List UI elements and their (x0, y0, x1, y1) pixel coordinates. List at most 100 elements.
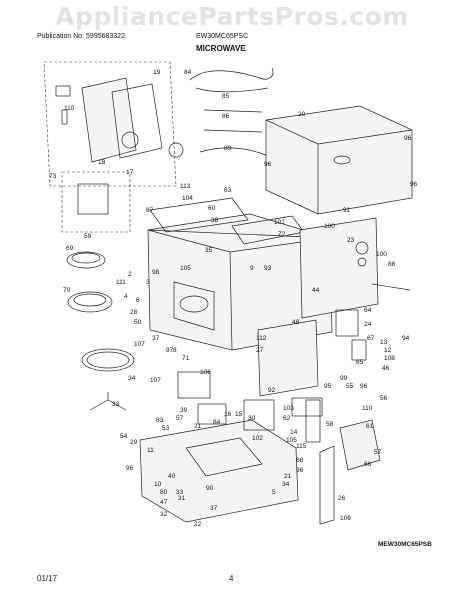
callout-label: 19 (153, 69, 161, 76)
callout-label: 34 (128, 375, 136, 382)
revision-date: 01/17 (37, 574, 58, 583)
rack-and-tray (61, 171, 135, 411)
callout-label: 92 (268, 387, 276, 394)
callout-label: 85 (222, 93, 230, 100)
callout-label: 39 (180, 407, 188, 414)
callout-label: 20 (298, 111, 306, 118)
callout-label: 93 (264, 265, 272, 272)
callout-label: 5 (272, 489, 276, 496)
callout-label: 18 (98, 159, 106, 166)
diagram-reference-code: MEW30MC65PSB (378, 541, 432, 548)
callout-label: 96 (126, 465, 134, 472)
callout-label: 23 (347, 237, 355, 244)
callout-label: 26 (338, 495, 346, 502)
callout-label: 97 (166, 347, 174, 354)
callout-label: 95 (324, 383, 332, 390)
publication-number: Publication No: 5995683322 (37, 33, 125, 40)
callout-label: 89 (224, 145, 232, 152)
side-bracket (319, 419, 381, 525)
callout-label: 102 (252, 435, 263, 442)
callout-label: 66 (364, 461, 372, 468)
callout-label: 57 (176, 415, 184, 422)
callout-label: 56 (380, 395, 388, 402)
callout-label: 34 (282, 481, 290, 488)
callout-label: 105 (286, 437, 297, 444)
callout-label: 60 (208, 205, 216, 212)
callout-label: 16 (224, 411, 232, 418)
callout-label: 83 (156, 417, 164, 424)
callout-label: 72 (278, 231, 286, 238)
callout-label: 13 (380, 339, 388, 346)
callout-label: 46 (382, 365, 390, 372)
callout-label: 98 (152, 269, 160, 276)
callout-label: 101 (274, 219, 285, 226)
callout-label: 11 (147, 447, 154, 454)
callout-label: 38 (211, 217, 219, 224)
callout-label: 24 (364, 321, 372, 328)
callout-label: 8 (173, 347, 177, 354)
callout-label: 68 (296, 457, 304, 464)
callout-label: 67 (367, 335, 375, 342)
callout-label: 84 (213, 419, 221, 426)
callout-label: 107 (134, 341, 145, 348)
callout-label: 14 (290, 429, 298, 436)
callout-label: 29 (130, 439, 138, 446)
callout-label: 10 (154, 481, 162, 488)
callout-label: 37 (210, 505, 218, 512)
outer-cabinet (265, 105, 413, 215)
callout-label: 90 (206, 485, 214, 492)
callout-label: 64 (364, 307, 372, 314)
callout-label: 80 (160, 489, 168, 496)
callout-label: 110 (64, 105, 75, 112)
callout-label: 28 (130, 309, 138, 316)
callout-label: 57 (374, 449, 382, 456)
callout-label: 44 (312, 287, 320, 294)
callout-label: 112 (256, 335, 267, 342)
wire-harness (189, 67, 274, 157)
callout-label: 4 (124, 293, 128, 300)
callout-label: 69 (66, 245, 74, 252)
callout-label: 3 (146, 279, 150, 286)
callout-label: 71 (182, 355, 190, 362)
callout-label: 94 (402, 335, 410, 342)
callout-label: 62 (283, 415, 291, 422)
callout-label: 96 (264, 161, 272, 168)
callout-label: 86 (222, 113, 230, 120)
base-plate (139, 371, 299, 523)
callout-label: 33 (176, 489, 184, 496)
callout-label: 63 (224, 187, 232, 194)
site-watermark: AppliancePartsPros.com (55, 2, 409, 31)
callout-label: 106 (340, 515, 351, 522)
callout-label: 35 (205, 247, 213, 254)
callout-label: 100 (376, 251, 387, 258)
callout-label: 96 (360, 383, 368, 390)
callout-label: 100 (324, 223, 335, 230)
callout-label: 110 (362, 405, 373, 412)
callout-label: 103 (283, 405, 294, 412)
callout-label: 96 (410, 181, 418, 188)
rear-panel (299, 217, 411, 319)
callout-label: 50 (134, 319, 142, 326)
callout-label: 96 (296, 467, 304, 474)
model-number: EW30MC65PSC (196, 33, 249, 40)
callout-label: 17 (126, 169, 134, 176)
callout-label: 84 (184, 69, 192, 76)
callout-label: 21 (284, 473, 292, 480)
callout-label: 91 (343, 207, 351, 214)
callout-label: 104 (182, 195, 193, 202)
callout-label: 115 (296, 443, 307, 450)
callout-label: 58 (326, 421, 334, 428)
callout-label: 108 (384, 355, 395, 362)
callout-label: 113 (180, 183, 191, 190)
callout-label: 2 (128, 271, 132, 278)
callout-label: 31 (178, 495, 186, 502)
callout-label: 53 (162, 425, 170, 432)
callout-label: 106 (200, 369, 211, 376)
diagram-title: MICROWAVE (196, 44, 246, 53)
callout-label: 96 (404, 135, 412, 142)
callout-label: 21 (194, 423, 202, 430)
callout-label: 73 (49, 173, 57, 180)
callout-label: 27 (256, 347, 264, 354)
callout-label: 12 (384, 347, 392, 354)
